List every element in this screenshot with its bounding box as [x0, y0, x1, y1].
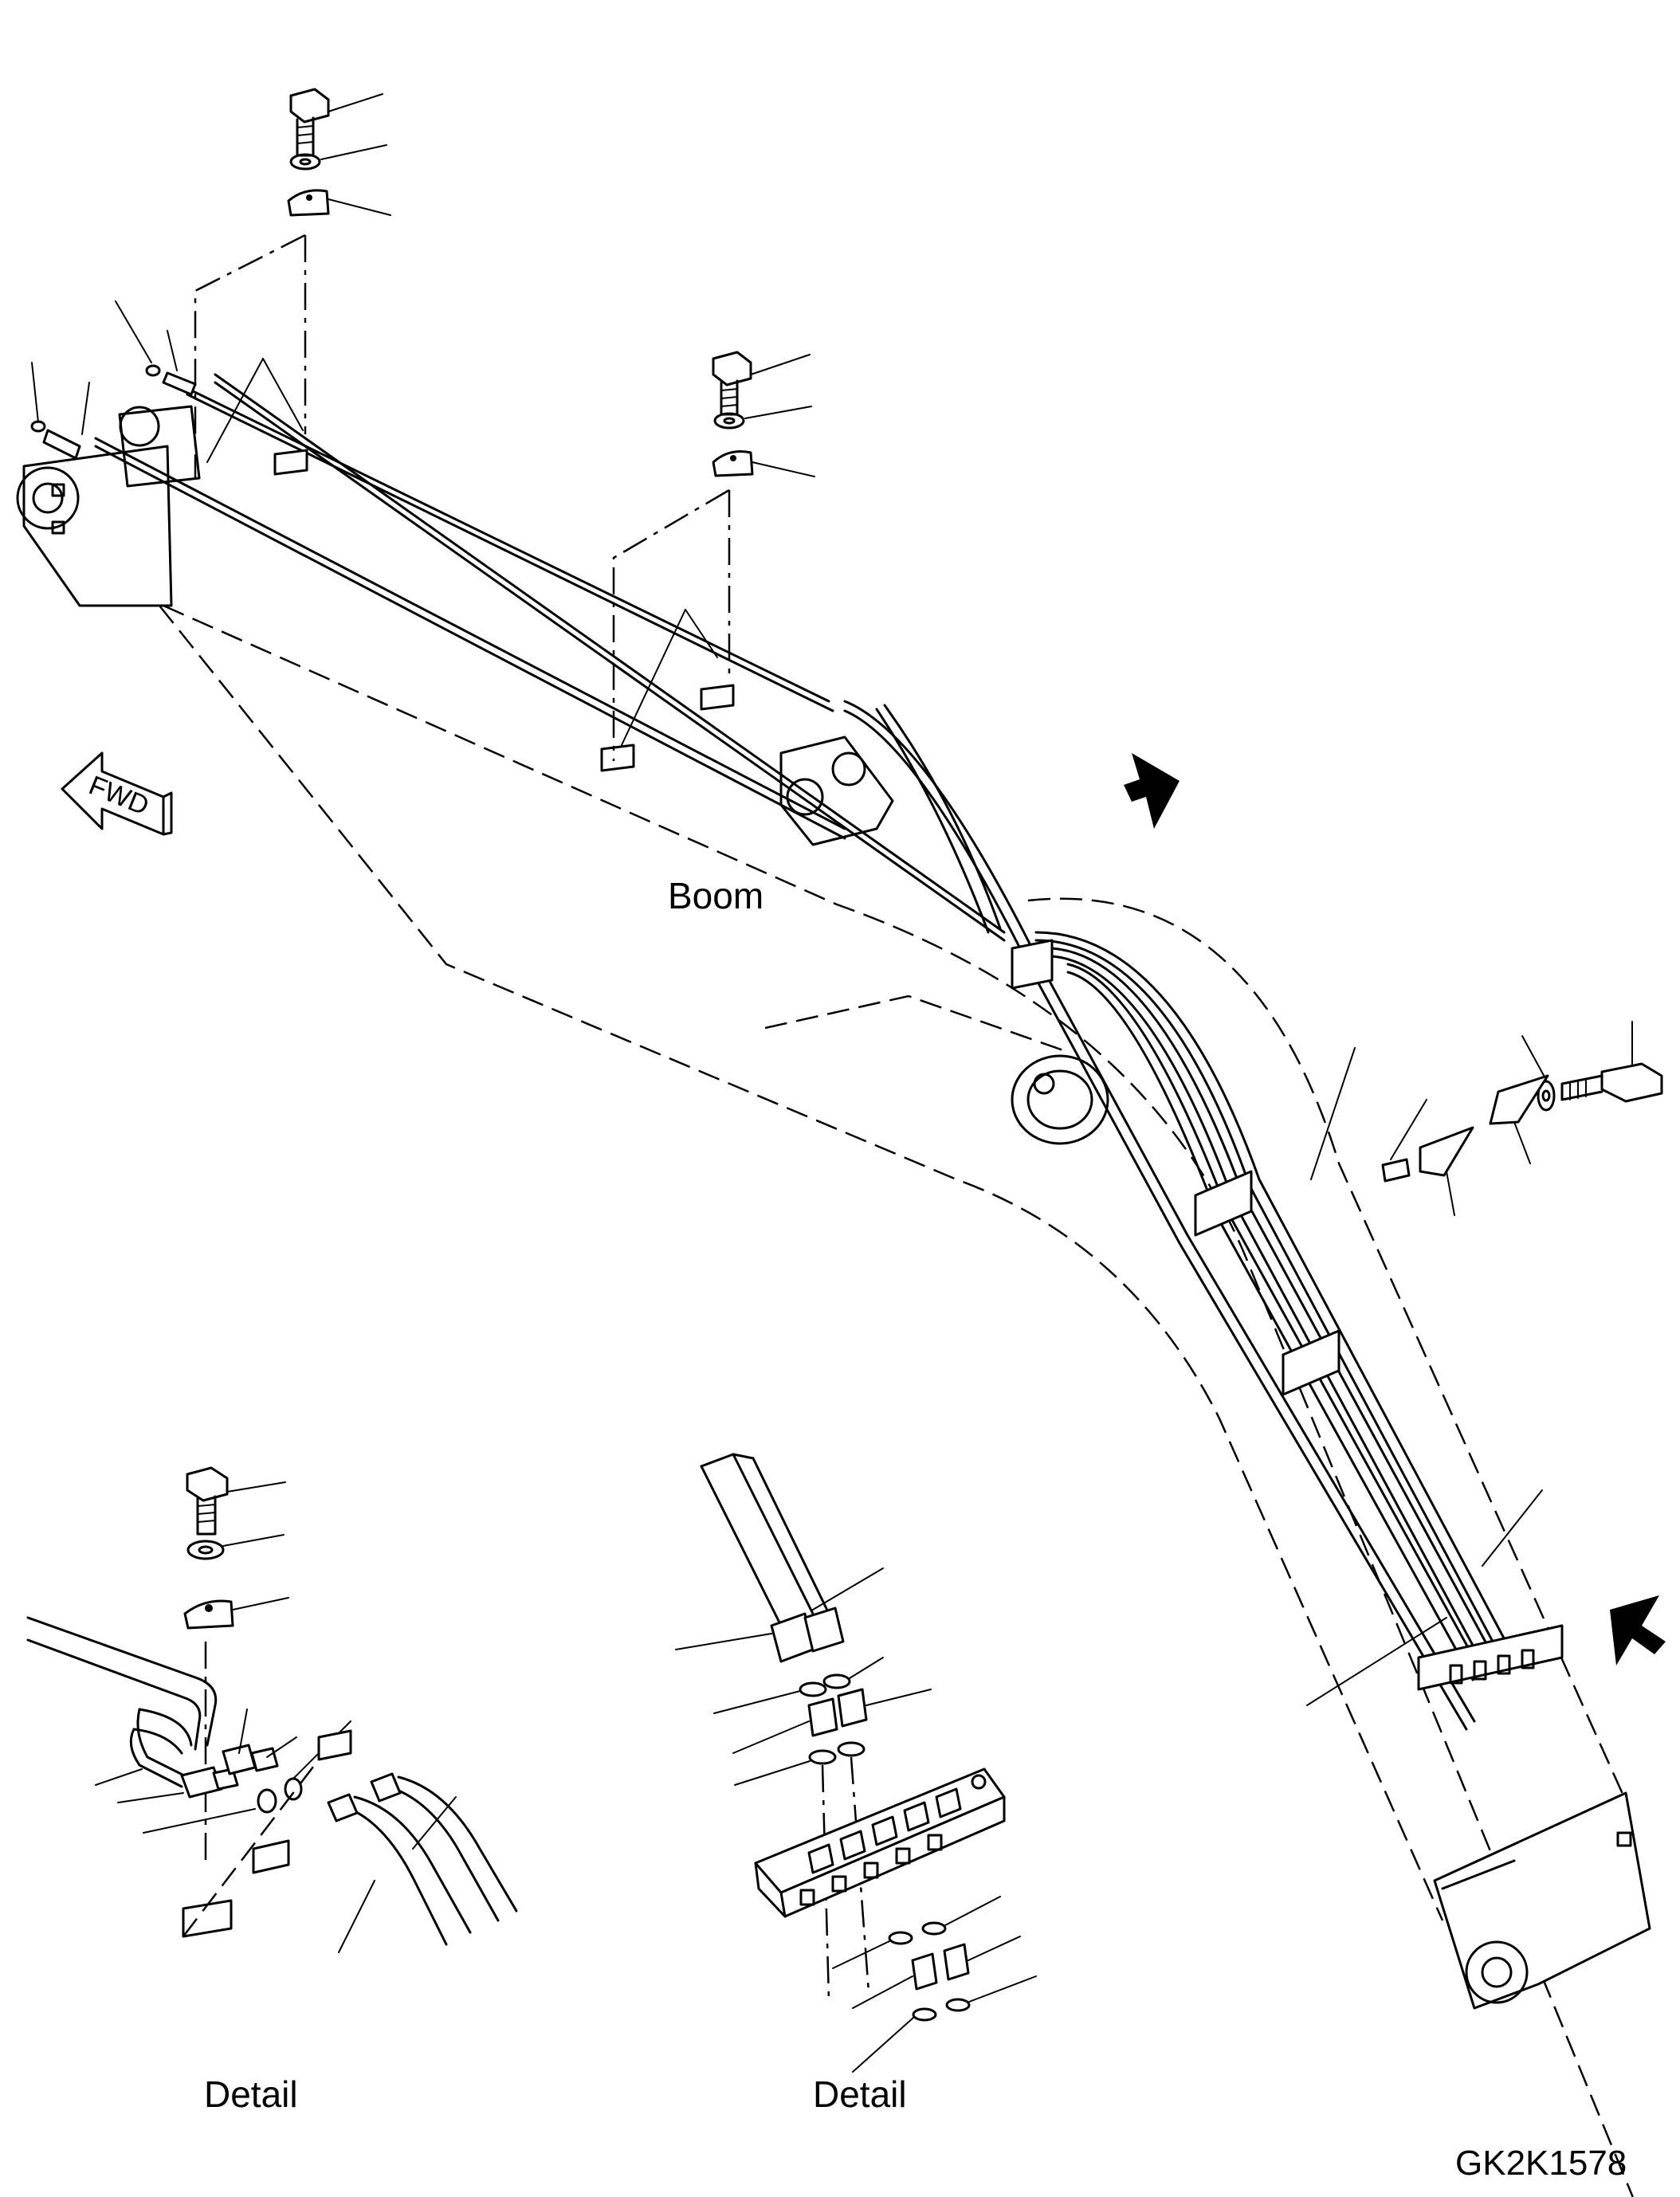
clamp-top-left: [287, 189, 391, 217]
oring-upper-left: [30, 364, 161, 433]
detail-left-washer: [186, 1534, 285, 1560]
view-arrow-icon: [1610, 1595, 1666, 1665]
bolt-right: [1560, 1021, 1663, 1103]
spacer-right: [1381, 1099, 1427, 1183]
boom-pipes: [94, 373, 1516, 1731]
clamp-right-inner: [1419, 1126, 1474, 1216]
clamp-right-outer: [1489, 1074, 1549, 1164]
detail-right-label: Detail: [813, 2073, 907, 2115]
boom-head-bracket: [16, 405, 201, 607]
detail-left-block: [182, 1729, 352, 1938]
fwd-arrow-icon: FWD: [61, 751, 173, 836]
detail-left-label: Detail: [204, 2073, 298, 2115]
bolt-center: [712, 351, 811, 416]
detail-left-bolt: [186, 1466, 286, 1536]
detail-left-pipe: [26, 1616, 218, 1788]
detail-right-pipes: [675, 1453, 884, 1663]
pipe-clamp-block: [1417, 1624, 1564, 1691]
pipe-clamp-2: [600, 743, 635, 772]
detail-right-lower-parts: [832, 1896, 1037, 2073]
bolt-top-left: [289, 88, 383, 157]
pipe-clamp-3: [700, 684, 735, 711]
fitting-upper-left: [42, 371, 197, 460]
washer-center: [713, 406, 812, 430]
drawing-code: GK2K1578: [1455, 2144, 1627, 2183]
clamp-center: [712, 450, 815, 477]
boom-outline: [159, 604, 1635, 2197]
detail-right-manifold: [754, 1767, 1006, 1918]
washer-right: [1521, 1035, 1556, 1112]
pipe-clamp-1: [273, 449, 308, 476]
pipe-clamp-6: [1282, 1329, 1340, 1396]
boom-foot-bracket: [1433, 1791, 1651, 2010]
detail-left-hoses: [327, 1772, 518, 1953]
pipe-clamp-5: [1194, 1170, 1253, 1237]
pipe-clamp-4: [1011, 939, 1054, 990]
washer-top-left: [289, 144, 387, 171]
view-arrow-icon: [1124, 753, 1180, 829]
boom-label: Boom: [668, 875, 764, 916]
detail-right-orings: [713, 1657, 884, 1714]
detail-left-fitting-2: [222, 1709, 297, 1775]
arm-cylinder-bracket: [779, 736, 894, 846]
detail-right-adapters: [732, 1688, 932, 1786]
boom-cylinder-boss: [1011, 1054, 1109, 1145]
detail-left-clamp: [183, 1597, 289, 1630]
